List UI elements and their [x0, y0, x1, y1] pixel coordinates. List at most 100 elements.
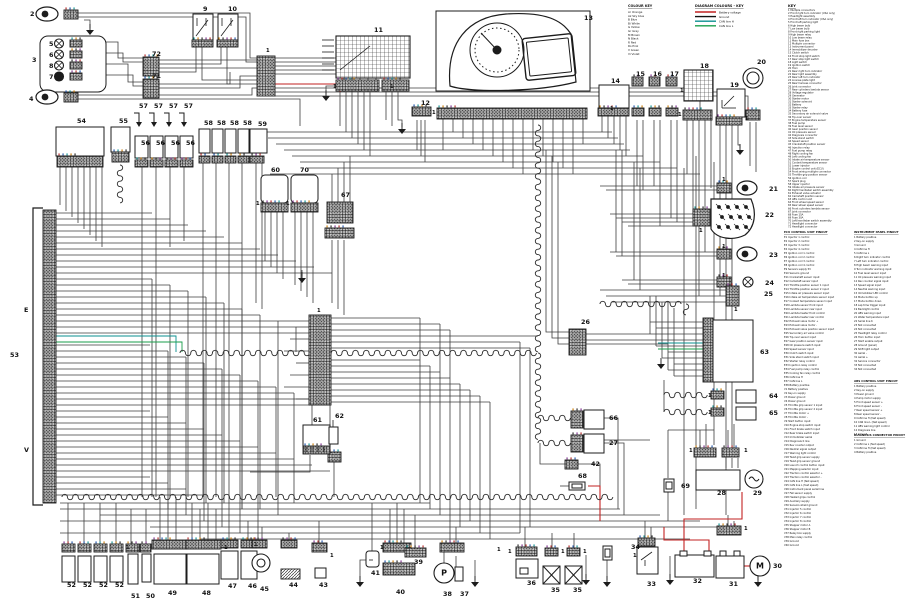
- label-56: 56: [141, 139, 150, 147]
- label-connector-1: 1: [744, 448, 748, 454]
- wire-code-tick: [349, 77, 351, 80]
- pinout-entry: V25 CAN line L (fast speed): [784, 483, 818, 487]
- wire: [604, 417, 619, 509]
- wire-code-tick: [716, 405, 718, 408]
- diagram-colour-label: CAN line H: [719, 20, 734, 24]
- colour-key-entry: V Green: [628, 48, 639, 52]
- key-entry: 22 Rear light assembly: [788, 72, 817, 76]
- rear-speed-sensor: [735, 406, 757, 421]
- pinout-entry: 26 Horn button input: [854, 335, 880, 339]
- pinout-title: ECU CONTROL UNIT PINOUT: [784, 230, 828, 234]
- key-entry: 9 High beam relay: [788, 32, 812, 36]
- label-6: 6: [49, 51, 54, 59]
- pinout-entry: 3 CAN line H (fast speed): [854, 446, 886, 450]
- label-connector-1: 1: [708, 393, 712, 399]
- label-13: 13: [584, 14, 593, 22]
- wire-code-tick: [712, 405, 714, 408]
- pinout-entry: 12 Rev counter signal input: [854, 279, 888, 283]
- instrument-panel: [435, 10, 591, 92]
- wire-code-tick: [694, 206, 696, 209]
- wire-code-tick: [308, 443, 310, 446]
- wire: [201, 47, 257, 81]
- connector: [411, 106, 432, 117]
- key-entry: 62 Camshaft position sensor: [788, 194, 825, 198]
- pinout-entry: V11 Front brake switch input: [784, 427, 820, 431]
- valve-x: [564, 565, 583, 585]
- component-detail: [723, 95, 735, 107]
- wire: [557, 162, 569, 345]
- wire-code-tick: [722, 246, 724, 249]
- pinout-entry: 4 Pump motor supply: [854, 396, 881, 400]
- wire-code-tick: [144, 157, 146, 160]
- wire-code-tick: [727, 283, 729, 286]
- label-29: 29: [753, 489, 762, 497]
- key-entry: 20 Horn: [788, 66, 798, 70]
- wire: [78, 12, 257, 59]
- key-entry: 27 Rear cylinders lambda sensor: [788, 87, 830, 91]
- pinout-entry: V14 Diagnosis K line: [784, 439, 810, 443]
- connector: [280, 539, 298, 549]
- diagram-colour-label: CAN line L: [719, 24, 734, 28]
- wire-code-tick: [71, 541, 73, 544]
- connector: [637, 537, 656, 547]
- label-E: E: [24, 306, 28, 314]
- connector: [327, 451, 342, 463]
- pinout-entry: E19 Lambda sensor rear input: [784, 307, 822, 311]
- connector: [721, 447, 740, 458]
- label-7: 7: [49, 73, 53, 81]
- wire-code-tick: [574, 457, 576, 460]
- spark-plug-icon: [181, 122, 187, 127]
- key-entry: 58 Upper injector: [788, 182, 811, 186]
- key-entry: 25 Rear harness connector: [788, 81, 823, 85]
- wire-code-tick: [726, 523, 728, 526]
- key-title: KEY: [788, 4, 796, 8]
- wire: [84, 19, 91, 28]
- label-connector-1: 1: [333, 84, 337, 90]
- connector: [381, 79, 410, 92]
- front-lambda-sensor: [583, 409, 605, 430]
- wire-code-tick: [442, 105, 444, 108]
- wire-code-tick: [729, 114, 731, 117]
- label-61: 61: [313, 416, 322, 424]
- pinout-entry: 21 Water temperature input: [854, 315, 889, 319]
- wire-code-tick: [647, 535, 649, 538]
- twisted-pair: [179, 349, 537, 357]
- pinout-entry: 1 Battery positive: [854, 384, 877, 388]
- pinout-entry: E32 Starter relay control: [784, 359, 815, 363]
- key-entry: 49 Left cooling fan: [788, 154, 812, 158]
- colour-key-entry: Ar Orange: [628, 10, 643, 14]
- wire-code-tick: [161, 537, 163, 540]
- wire-code-tick: [533, 544, 535, 547]
- wire-code-tick: [193, 37, 195, 40]
- connector: [745, 109, 761, 121]
- tail-light-bulb: [733, 203, 741, 211]
- battery: [674, 554, 715, 578]
- pinout-entry: E6 Ignition coil 2 control: [784, 255, 815, 259]
- wire-code-tick: [209, 37, 211, 40]
- key-entry: 59 Intake air pressure sensor: [788, 185, 825, 189]
- label-27: 27: [609, 439, 618, 447]
- starter-relay: [636, 546, 659, 575]
- wire-code-tick: [313, 540, 315, 543]
- colour-key-entry: Az Sky blue: [628, 14, 644, 18]
- colour-key-entry: Vi Violet: [628, 52, 640, 56]
- wire-code-tick: [189, 157, 191, 160]
- generator-sine: [748, 476, 760, 482]
- pinout-entry: 5 Front speed sensor +: [854, 400, 883, 404]
- label-28: 28: [717, 489, 726, 497]
- wire-code-tick: [650, 105, 652, 108]
- tail-light-bulb: [727, 213, 735, 221]
- pinout-entry: E38 Battery positive: [784, 383, 810, 387]
- wire-code-tick: [529, 544, 531, 547]
- wire-code-tick: [62, 153, 64, 156]
- key-entry: 63 ABS control unit: [788, 197, 812, 201]
- connector: [570, 434, 584, 453]
- pinout-entry: V40 Ground: [784, 543, 799, 547]
- ground-symbol: [603, 582, 611, 587]
- label-52: 52: [99, 581, 108, 589]
- connector: [220, 539, 239, 549]
- colour-key-entry: Bi White: [628, 21, 640, 25]
- key-entry: 2 Front right turn indicator (USA only): [788, 11, 835, 15]
- wire: [82, 74, 143, 87]
- wire: [226, 47, 257, 85]
